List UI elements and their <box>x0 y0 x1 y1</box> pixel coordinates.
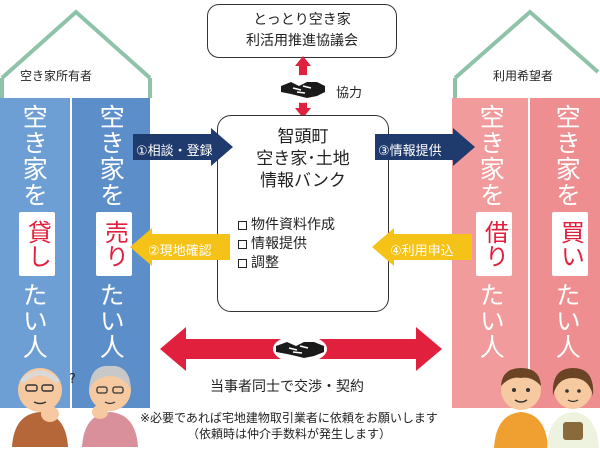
young-man-illustration <box>494 368 548 448</box>
owner-header: 空き家所有者 <box>20 69 93 83</box>
arrow-consult-register <box>133 128 233 166</box>
owner-rent-action: 貸し <box>19 212 55 276</box>
service-item: 物件資料作成 <box>238 216 335 235</box>
bank-title-bank: 情報バンク <box>260 171 346 191</box>
owner-rent-action-text: 貸し <box>23 220 52 268</box>
user-buy-top: 空き家を <box>552 104 582 208</box>
young-woman-illustration <box>547 368 599 448</box>
step3-label: ③情報提供 <box>378 144 442 159</box>
elderly-woman-illustration <box>82 365 138 447</box>
owner-sell-bottom: たい人 <box>96 282 126 360</box>
checkbox-icon <box>238 240 247 249</box>
council-box: とっとり空き家 利活用推進協議会 <box>207 4 397 58</box>
negotiation-label: 当事者同士で交渉・契約 <box>210 379 364 395</box>
question-mark: ? <box>69 372 76 387</box>
step4-label: ④利用申込 <box>390 244 454 259</box>
info-bank-box: 智頭町 空き家･土地 情報バンク 物件資料作成 情報提供 調整 <box>217 115 389 312</box>
arrow-application <box>372 228 472 266</box>
user-borrow-bottom: たい人 <box>476 282 506 360</box>
broker-note-line1: ※必要であれば宅地建物取引業者に依頼をお願いします <box>140 411 438 425</box>
checkbox-icon <box>238 221 247 230</box>
service-label: 調整 <box>251 255 279 271</box>
service-item: 情報提供 <box>238 235 307 254</box>
owner-sell-top: 空き家を <box>96 104 126 208</box>
owner-rent-bottom: たい人 <box>19 282 49 360</box>
bank-title-town: 智頭町 <box>277 127 329 147</box>
cooperation-label: 協力 <box>336 86 363 101</box>
user-roof <box>453 9 600 98</box>
council-name-line1: とっとり空き家 <box>253 12 351 28</box>
user-header: 利用希望者 <box>493 69 554 83</box>
service-item: 調整 <box>238 254 279 273</box>
owner-sell-action-text: 売り <box>100 220 129 268</box>
broker-note-line2: （依頼時は仲介手数料が発生します） <box>187 427 392 441</box>
service-label: 情報提供 <box>251 236 307 252</box>
user-borrow-action: 借り <box>476 212 512 276</box>
owner-sell-action: 売り <box>96 212 132 276</box>
handshake-icon <box>273 335 327 363</box>
arrow-site-check <box>130 228 230 266</box>
user-buy-action: 買い <box>552 212 588 276</box>
bank-title-property: 空き家･土地 <box>256 149 350 169</box>
owner-roof <box>0 9 152 98</box>
handshake-icon <box>278 75 328 103</box>
service-label: 物件資料作成 <box>251 217 335 233</box>
step1-label: ①相談・登録 <box>136 144 213 159</box>
elderly-man-illustration <box>12 368 68 447</box>
user-borrow-action-text: 借り <box>480 220 509 268</box>
checkbox-icon <box>238 259 247 268</box>
arrow-info-provide <box>375 128 475 166</box>
owner-rent-top: 空き家を <box>19 104 49 208</box>
user-buy-action-text: 買い <box>556 220 585 268</box>
user-borrow-top: 空き家を <box>476 104 506 208</box>
step2-label: ②現地確認 <box>148 244 212 259</box>
council-name-line2: 利活用推進協議会 <box>246 33 358 49</box>
user-buy-bottom: たい人 <box>552 282 582 360</box>
